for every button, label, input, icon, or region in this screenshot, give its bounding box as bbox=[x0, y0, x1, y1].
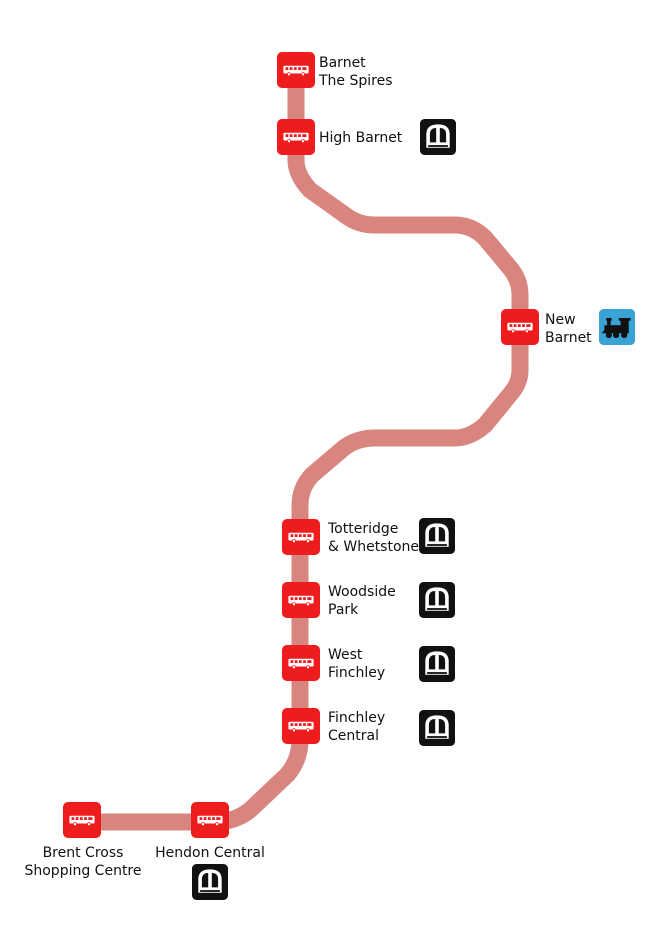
underground-icon bbox=[420, 119, 456, 155]
bus-stop-marker[interactable] bbox=[282, 582, 320, 618]
stop-label: High Barnet bbox=[319, 130, 403, 146]
stop-label-line: Finchley bbox=[328, 710, 385, 726]
stop-label: Hendon Central bbox=[155, 845, 265, 861]
stop-high-barnet[interactable]: High Barnet bbox=[277, 119, 456, 155]
stop-label-line: West bbox=[328, 647, 363, 663]
underground-icon bbox=[419, 646, 455, 682]
bus-stop-marker[interactable] bbox=[282, 708, 320, 744]
stop-label-line: Brent Cross bbox=[43, 845, 124, 861]
stop-totteridge-whetstone[interactable]: Totteridge & Whetstone bbox=[282, 518, 455, 555]
stop-label-line: & Whetstone bbox=[328, 539, 419, 555]
bus-stop-marker[interactable] bbox=[63, 802, 101, 838]
stop-label-line: Park bbox=[328, 602, 359, 618]
underground-icon bbox=[419, 518, 455, 554]
steam-train-icon bbox=[599, 309, 635, 345]
bus-stop-marker[interactable] bbox=[277, 52, 315, 88]
stop-label-line: Hendon Central bbox=[155, 845, 265, 861]
bus-stop-marker[interactable] bbox=[282, 519, 320, 555]
stop-label-line: High Barnet bbox=[319, 130, 403, 146]
stop-label-line: Barnet bbox=[319, 55, 366, 71]
stop-label-line: Central bbox=[328, 728, 379, 744]
stop-label-line: Totteridge bbox=[327, 521, 398, 537]
bus-stop-marker[interactable] bbox=[282, 645, 320, 681]
route-line bbox=[73, 61, 529, 831]
underground-icon bbox=[419, 710, 455, 746]
stop-label: Totteridge & Whetstone bbox=[327, 521, 419, 555]
underground-icon bbox=[419, 582, 455, 618]
bus-stop-marker[interactable] bbox=[191, 802, 229, 838]
underground-icon bbox=[192, 864, 228, 900]
bus-stop-marker[interactable] bbox=[277, 119, 315, 155]
stop-label-line: Shopping Centre bbox=[24, 863, 141, 879]
stop-label-line: Finchley bbox=[328, 665, 385, 681]
stop-label-line: Woodside bbox=[328, 584, 396, 600]
stop-label-line: New bbox=[545, 312, 576, 328]
stop-label-line: Barnet bbox=[545, 330, 592, 346]
stop-hendon-central[interactable]: Hendon Central bbox=[155, 802, 265, 900]
stop-label-line: The Spires bbox=[318, 73, 393, 89]
bus-stop-marker[interactable] bbox=[501, 309, 539, 345]
